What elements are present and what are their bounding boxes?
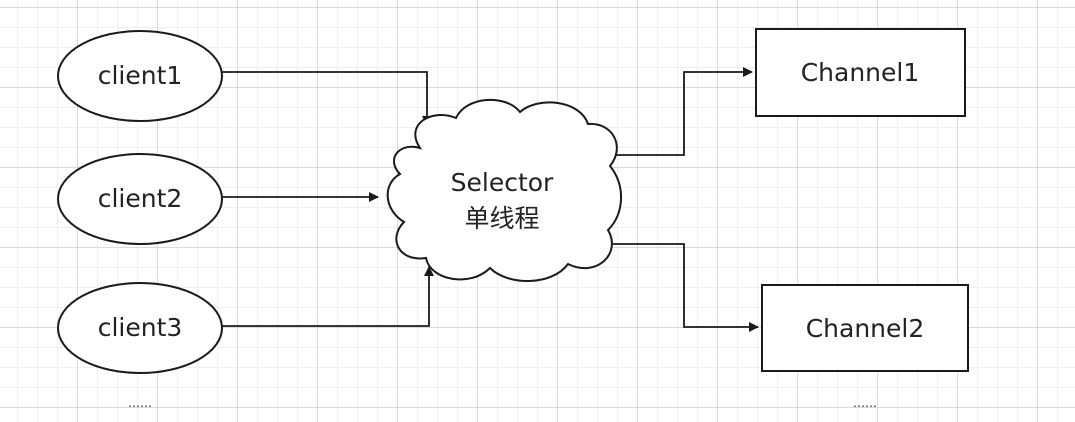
selector-label: Selector — [451, 168, 554, 197]
channel-label: Channel1 — [801, 58, 920, 87]
channels-ellipsis: …… — [853, 396, 877, 410]
client-ellipse — [57, 282, 223, 374]
clients-ellipsis: …… — [128, 396, 152, 410]
selector-node: Selector 单线程 — [386, 99, 623, 282]
selector-thread-label: 单线程 — [464, 204, 539, 233]
edge-client1-selector — [221, 71, 432, 126]
channel-node-1: Channel1 — [755, 28, 966, 117]
selector-cloud-shape — [386, 99, 623, 282]
channel-node-2: Channel2 — [761, 284, 969, 372]
client-ellipse — [57, 30, 223, 122]
client-ellipse — [57, 153, 223, 245]
edge-selector-channel2 — [612, 243, 759, 332]
edge-client3-selector — [221, 266, 434, 327]
client-node-3: client3 — [57, 282, 223, 374]
client-label: client1 — [98, 61, 183, 90]
client-node-1: client1 — [57, 30, 223, 122]
edges — [221, 67, 759, 332]
client-label: client3 — [98, 313, 183, 342]
channel-box — [755, 28, 966, 117]
channel-label: Channel2 — [806, 314, 925, 343]
client-node-2: client2 — [57, 153, 223, 245]
client-label: client2 — [98, 184, 183, 213]
channel-box — [761, 284, 969, 372]
edge-selector-channel1 — [612, 67, 753, 156]
